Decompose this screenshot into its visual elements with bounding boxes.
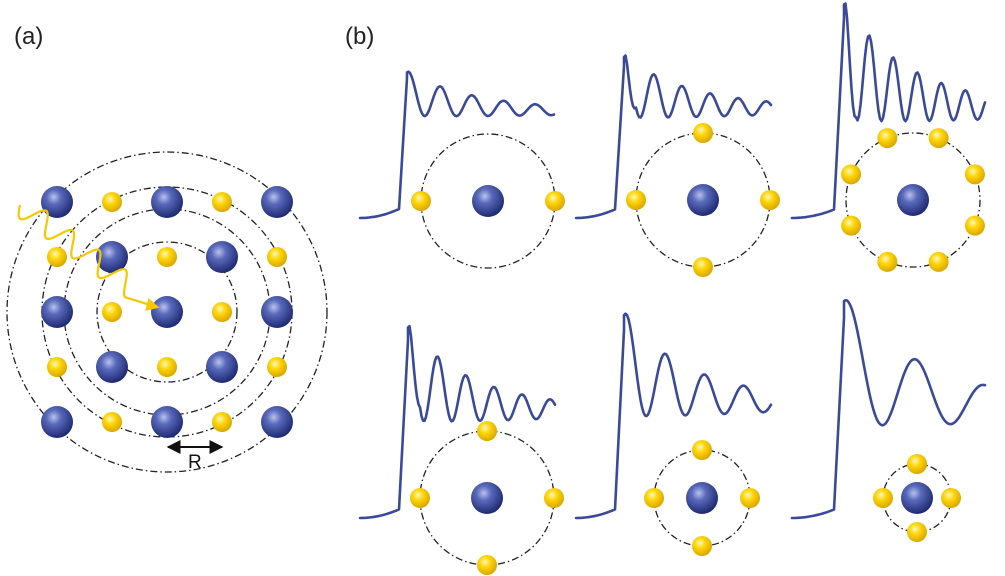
lattice-atom-blue (206, 241, 238, 273)
spectrum-panel-1 (358, 70, 565, 269)
neighbor-atom (760, 190, 780, 210)
xas-spectrum-line (574, 54, 773, 220)
neighbor-atom (410, 488, 430, 508)
neighbor-atom (877, 128, 898, 149)
lattice-atom-blue (41, 296, 73, 328)
panel-a-label: (a) (14, 23, 43, 50)
central-atom (472, 185, 504, 217)
neighbor-atom (693, 123, 713, 143)
central-atom (687, 184, 719, 216)
xas-spectrum-line (358, 70, 556, 220)
central-atom (471, 482, 503, 514)
neighbor-atom (544, 488, 564, 508)
neighbor-atom (941, 488, 961, 508)
lattice-atom-blue (151, 186, 183, 218)
panel-a-lattice (6, 151, 328, 473)
neighbor-atom (692, 440, 712, 460)
lattice-atom-yellow (267, 357, 287, 377)
central-atom (686, 482, 718, 514)
neighbor-atom (693, 257, 713, 277)
spectrum-panel-6 (790, 298, 987, 542)
xas-spectrum-line (790, 298, 987, 520)
neighbor-atom (964, 164, 985, 185)
panel-b-label: (b) (345, 23, 374, 50)
lattice-atom-blue (96, 241, 128, 273)
lattice-atom-blue (96, 351, 128, 383)
central-atom (897, 184, 929, 216)
panel-b-spectra (358, 2, 987, 575)
lattice-atom-yellow (102, 412, 122, 432)
xas-spectrum-line (574, 312, 773, 520)
central-atom (901, 482, 933, 514)
neighbor-atom (626, 190, 646, 210)
lattice-atom-blue (41, 406, 73, 438)
spectrum-panel-4 (358, 324, 564, 575)
lattice-atom-yellow (47, 247, 67, 267)
xas-spectrum-line (358, 324, 557, 520)
xas-spectrum-line (790, 2, 987, 220)
lattice-atom-yellow (157, 357, 177, 377)
neighbor-atom (877, 251, 898, 272)
spectrum-panel-5 (574, 312, 773, 556)
neighbor-atom (692, 536, 712, 556)
shell-circle (96, 241, 238, 383)
absorbing-atom (151, 296, 183, 328)
neighbor-atom (873, 488, 893, 508)
lattice-atom-yellow (102, 192, 122, 212)
neighbor-atom (545, 191, 565, 211)
neighbor-atom (964, 215, 985, 236)
r-label: R (188, 452, 202, 473)
neighbor-atom (841, 164, 862, 185)
shell-circle (6, 151, 328, 473)
neighbor-atom (740, 488, 760, 508)
neighbor-atom (477, 421, 497, 441)
neighbor-atom (411, 191, 431, 211)
lattice-atom-yellow (267, 247, 287, 267)
neighbor-atom (928, 128, 949, 149)
lattice-atom-yellow (47, 357, 67, 377)
lattice-atom-blue (261, 406, 293, 438)
lattice-atom-yellow (102, 302, 122, 322)
lattice-atom-blue (151, 406, 183, 438)
lattice-atom-blue (261, 296, 293, 328)
lattice-atom-blue (41, 186, 73, 218)
neighbor-atom (907, 522, 927, 542)
lattice-atom-yellow (212, 302, 232, 322)
neighbor-atom (644, 488, 664, 508)
neighbor-atom (928, 251, 949, 272)
lattice-atom-yellow (212, 192, 232, 212)
lattice-atom-yellow (212, 412, 232, 432)
lattice-atom-blue (261, 186, 293, 218)
neighbor-atom (477, 555, 497, 575)
r-distance-marker: R (166, 440, 224, 473)
photoelectron-wave (17, 204, 160, 311)
lattice-atom-yellow (157, 247, 177, 267)
neighbor-atom (907, 454, 927, 474)
spectrum-panel-2 (574, 54, 780, 277)
spectrum-panel-3 (790, 2, 987, 272)
lattice-atom-blue (206, 351, 238, 383)
neighbor-shell (845, 132, 981, 268)
neighbor-atom (841, 215, 862, 236)
